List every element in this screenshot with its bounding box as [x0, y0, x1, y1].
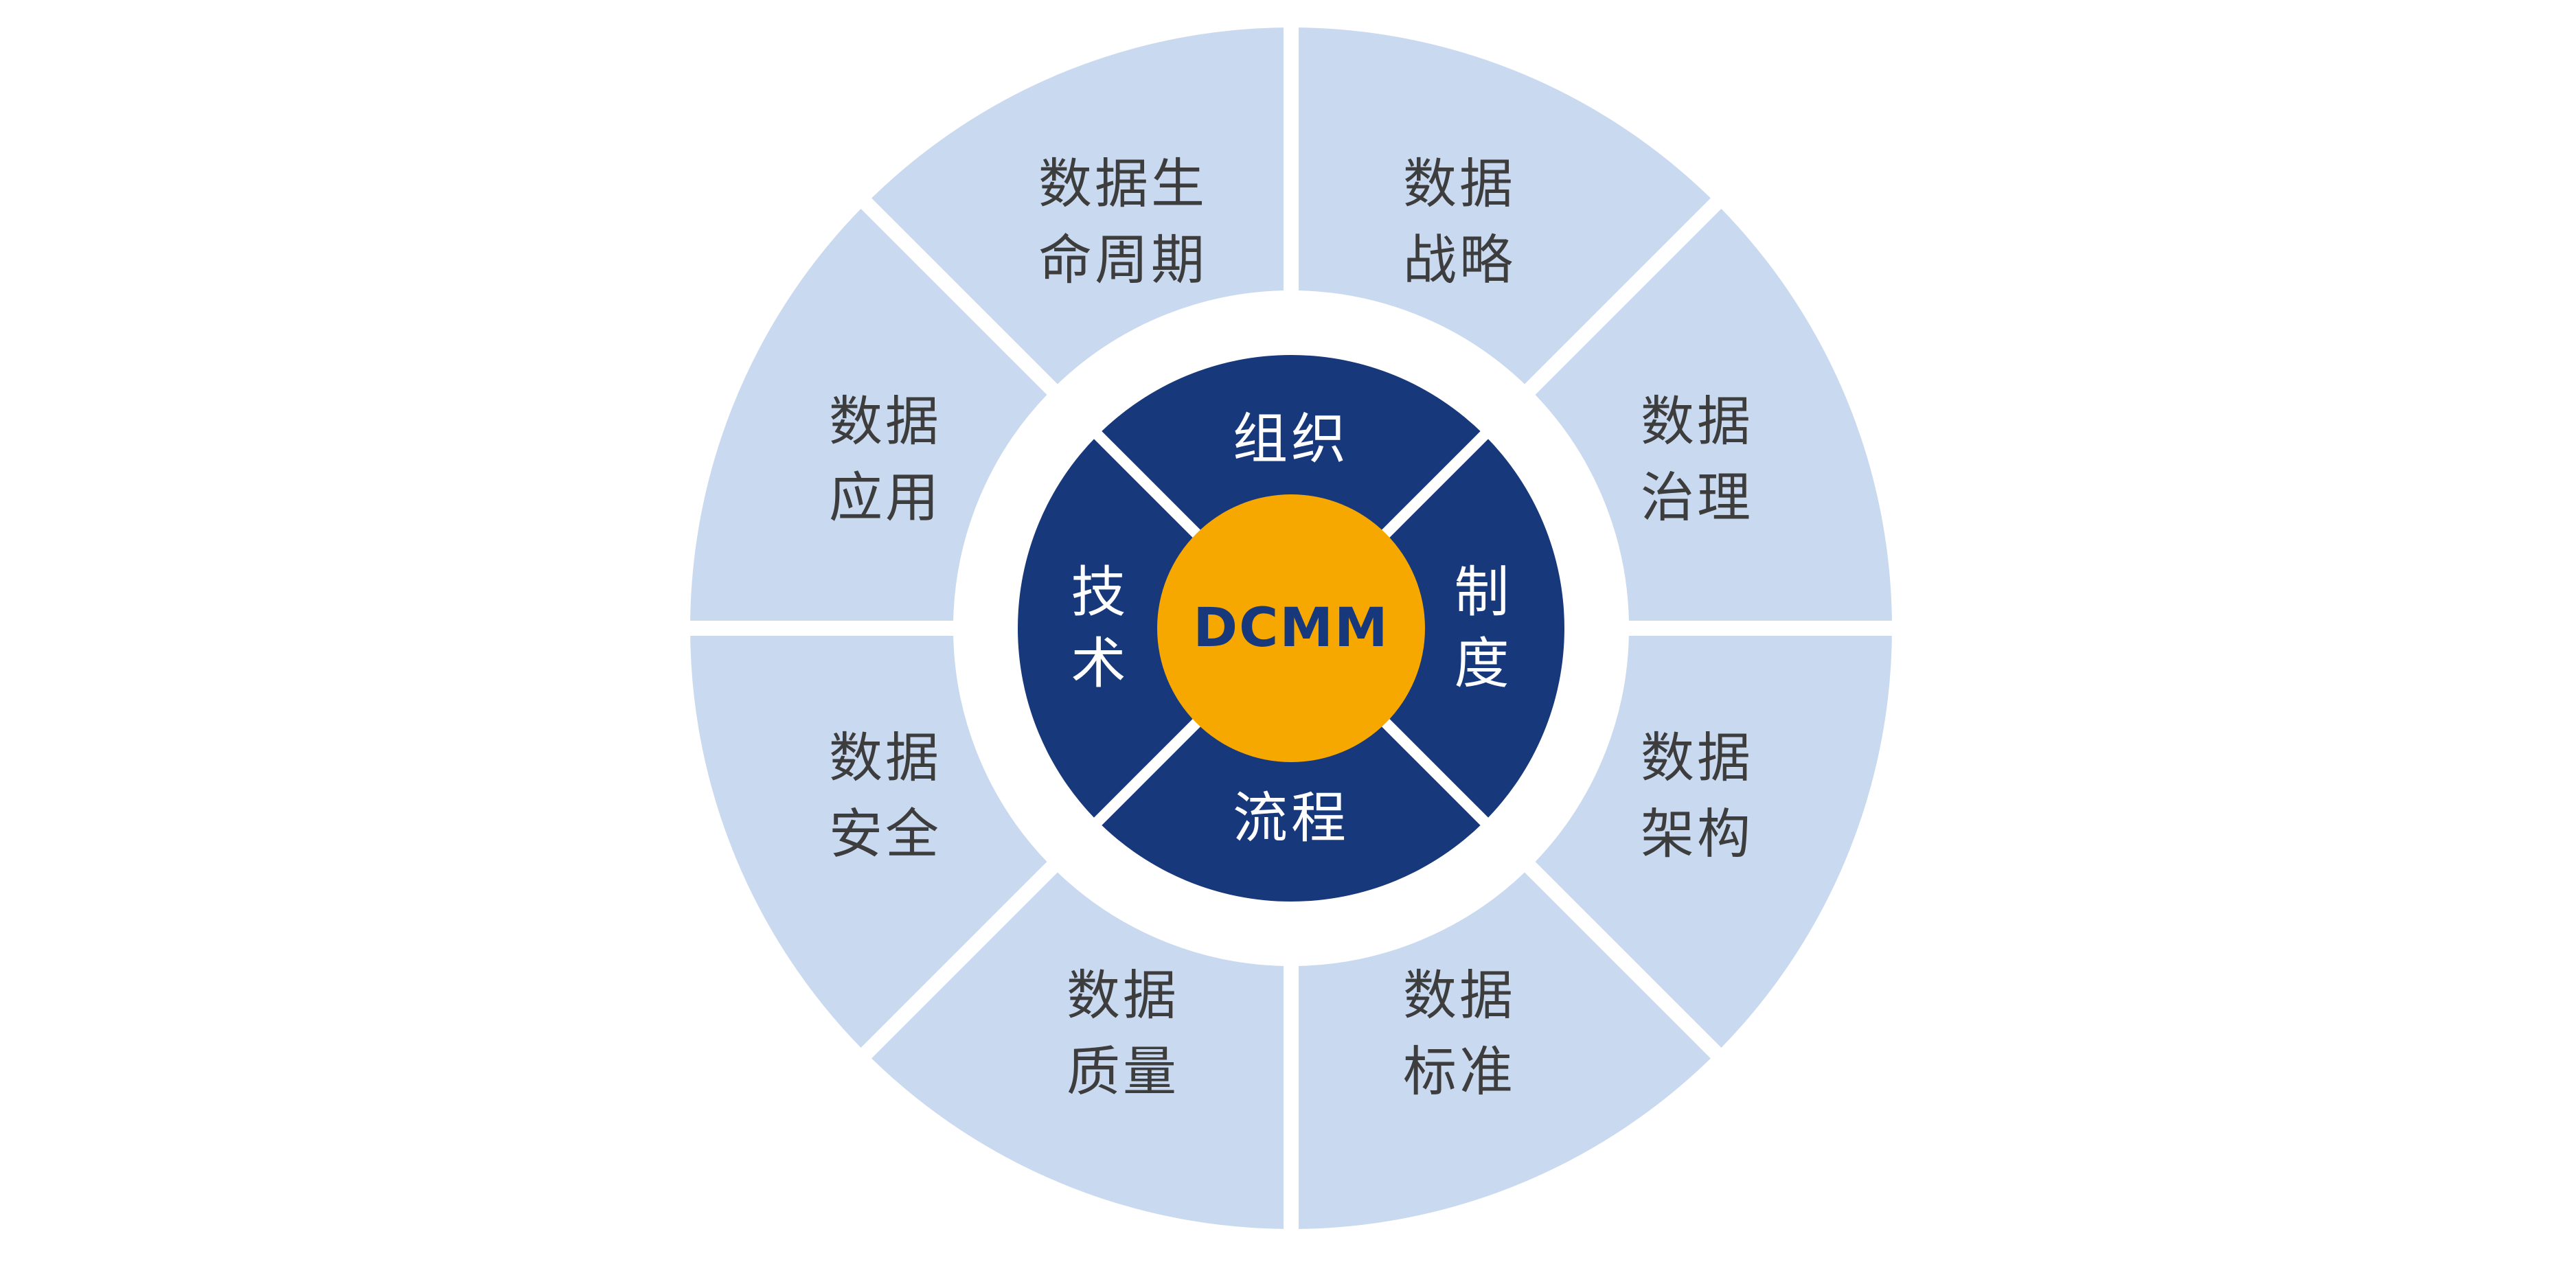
outer-divider-bottom-left: [854, 856, 1064, 1066]
inner-segment-organization: 组织: [1233, 407, 1349, 471]
outer-divider-top-left: [854, 191, 1064, 401]
inner-divider-top-left: [1088, 425, 1208, 545]
outer-segment-data-security: 数据 安全: [828, 727, 942, 865]
outer-segment-data-application: 数据 应用: [828, 391, 942, 529]
center-label: DCMM: [1193, 597, 1389, 659]
inner-divider-top-right: [1374, 425, 1494, 545]
outer-segment-data-governance: 数据 治理: [1640, 391, 1754, 529]
inner-divider-bottom-left: [1088, 711, 1208, 831]
outer-segment-data-architecture: 数据 架构: [1640, 727, 1754, 865]
outer-segment-data-standards: 数据 标准: [1402, 965, 1516, 1103]
inner-segment-regulation: 制 度: [1454, 560, 1513, 696]
inner-segment-technology: 技 术: [1071, 560, 1130, 696]
outer-segment-data-strategy: 数据 战略: [1402, 153, 1516, 291]
outer-segment-data-quality: 数据 质量: [1066, 965, 1180, 1103]
center-circle: [1157, 494, 1425, 762]
inner-segment-process: 流程: [1233, 786, 1349, 850]
outer-divider-top-right: [1518, 191, 1729, 401]
outer-divider-bottom-right: [1518, 856, 1729, 1066]
outer-segment-data-lifecycle: 数据生 命周期: [1038, 153, 1208, 291]
inner-divider-bottom-right: [1374, 711, 1494, 831]
